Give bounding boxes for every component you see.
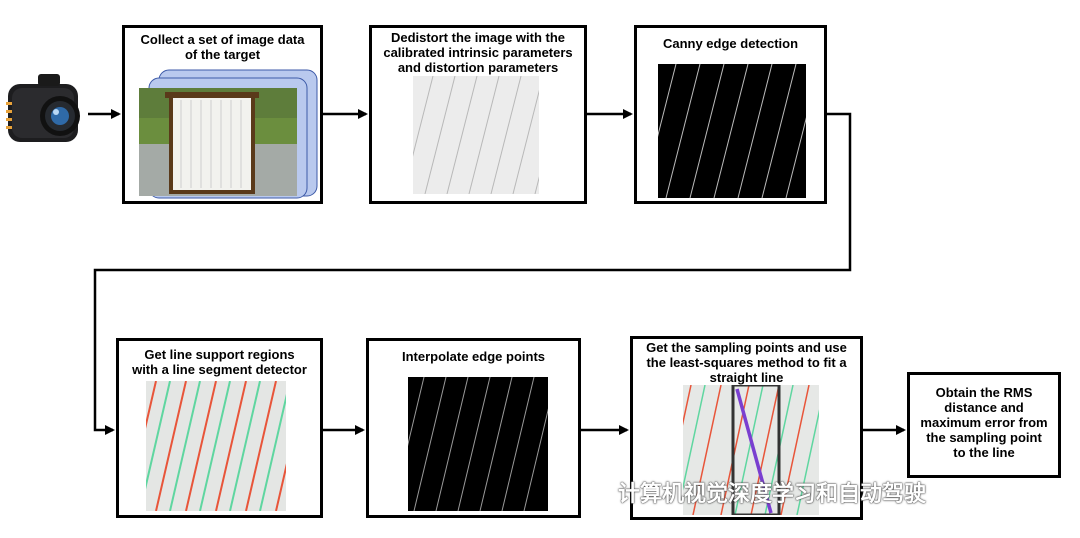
step-lsd-label: Get line support regions with a line seg… xyxy=(132,347,307,377)
sampling-window xyxy=(731,385,781,515)
step-rms-box: Obtain the RMS distance and maximum erro… xyxy=(907,372,1061,478)
step-collect-label: Collect a set of image data of the targe… xyxy=(140,32,305,62)
step-dedistort-box: Dedistort the image with the calibrated … xyxy=(369,25,587,204)
step-rms-label: Obtain the RMS distance and maximum erro… xyxy=(920,385,1048,460)
step-canny-box: Canny edge detection xyxy=(634,25,827,204)
fitted-line xyxy=(735,388,773,514)
interpolated-edge-image xyxy=(408,377,548,511)
fitted-line-image xyxy=(683,385,819,515)
dedistorted-image xyxy=(413,76,539,194)
arrow-canny-to-lsd xyxy=(93,112,852,435)
step-fit-box: Get the sampling points and use the leas… xyxy=(630,336,863,520)
step-interpolate-box: Interpolate edge points xyxy=(366,338,581,518)
step-lsd-box: Get line support regions with a line seg… xyxy=(116,338,323,518)
camera-icon xyxy=(6,74,80,142)
step-canny-label: Canny edge detection xyxy=(662,36,799,51)
watermark-text: 计算机视觉深度学习和自动驾驶 xyxy=(618,482,927,507)
line-support-regions-image xyxy=(146,381,286,511)
step-fit-label: Get the sampling points and use the leas… xyxy=(646,340,847,385)
target-photo-stack xyxy=(139,69,318,199)
step-collect-box: Collect a set of image data of the targe… xyxy=(122,25,323,204)
step-interpolate-label: Interpolate edge points xyxy=(401,349,545,364)
step-dedistort-label: Dedistort the image with the calibrated … xyxy=(383,30,573,75)
canny-edge-image xyxy=(658,64,806,198)
